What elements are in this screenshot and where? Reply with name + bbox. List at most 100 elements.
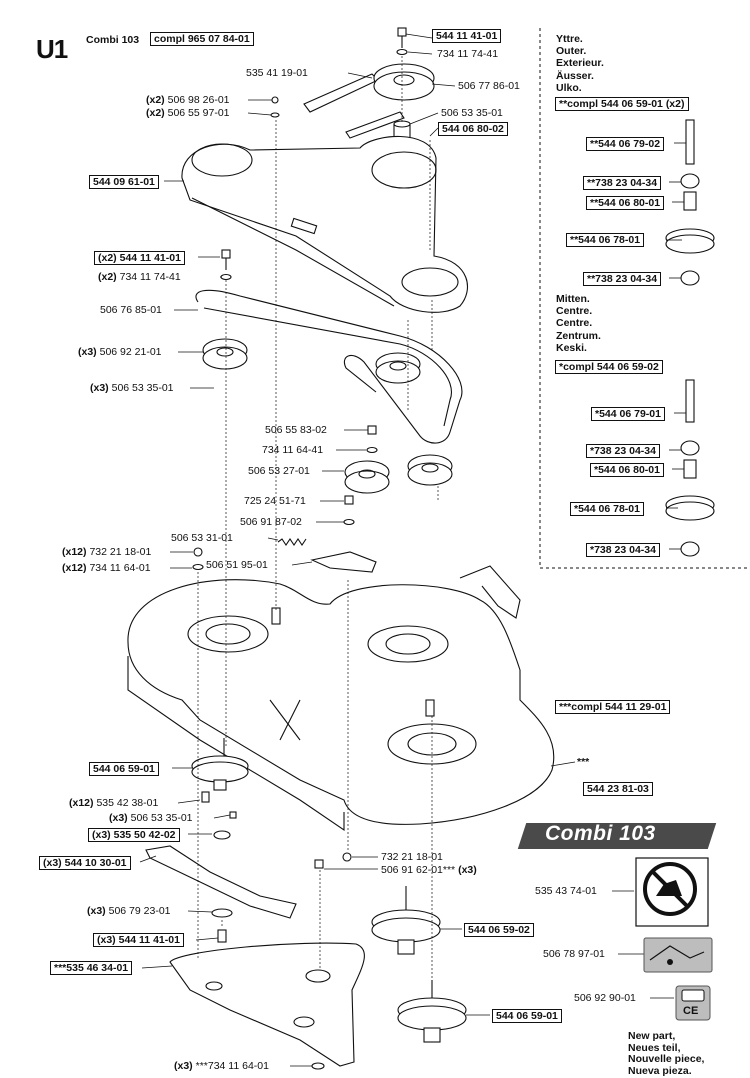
outer-lang-fi: Ulko. bbox=[556, 81, 582, 94]
mower-deck-drawing bbox=[127, 579, 555, 825]
part-label-p07: 506 53 35-01 bbox=[441, 107, 503, 119]
part-qty-p21: (x12) 732 21 18-01 bbox=[62, 546, 151, 558]
part-label-p28: 535 42 38-01 bbox=[96, 797, 159, 809]
part-label-p34: 506 79 23-01 bbox=[108, 905, 171, 917]
part-label-p11: 734 11 74-41 bbox=[119, 271, 181, 283]
part-label-p01: 544 11 41-01 bbox=[432, 29, 502, 43]
qty-p28: (x12) bbox=[69, 797, 94, 809]
section-id: U1 bbox=[36, 34, 68, 64]
middle-spindle-parts-drawing bbox=[665, 379, 715, 557]
qty-p31: (x3) bbox=[43, 857, 62, 869]
outer-part-sleeve: **544 06 80-01 bbox=[586, 196, 665, 210]
qty-p10: (x2) bbox=[98, 252, 117, 264]
drive-belt-drawing bbox=[195, 289, 463, 444]
part-qty-p28: (x12) 535 42 38-01 bbox=[69, 797, 158, 809]
outer-language-list: Yttre. Outer. Exterieur. Äusser. Ulko. bbox=[556, 33, 604, 94]
middle-language-list: Mitten. Centre. Centre. Zentrum. Keski. bbox=[556, 293, 601, 354]
part-label-p36: ***535 46 34-01 bbox=[50, 961, 133, 975]
part-label-p18: 725 24 51-71 bbox=[244, 495, 306, 507]
part-label-p10: 544 11 41-01 bbox=[119, 252, 181, 264]
outer-lang-fr: Exterieur. bbox=[556, 57, 604, 70]
part-qty-p35: (x3) 544 11 41-01 bbox=[93, 933, 184, 947]
part-label-p42: 506 92 90-01 bbox=[574, 992, 636, 1004]
part-label-p09: 544 09 61-01 bbox=[89, 175, 159, 189]
outer-lang-sv: Yttre. bbox=[556, 33, 583, 45]
outer-part-bearing-bottom: **738 23 04-34 bbox=[583, 272, 662, 286]
part-qty-p13: (x3) 506 92 21-01 bbox=[78, 346, 162, 358]
qty-p14: (x3) bbox=[90, 382, 109, 394]
part-label-p16: 734 11 64-41 bbox=[262, 444, 324, 456]
part-qty-p10: (x2) 544 11 41-01 bbox=[94, 251, 185, 265]
part-label-p33: 506 91 62-01*** bbox=[381, 864, 456, 876]
part-qty-p05: (x2) 506 98 26-01 bbox=[146, 94, 230, 106]
blade-drawing bbox=[145, 845, 297, 919]
qty-p29: (x3) bbox=[109, 812, 128, 824]
part-qty-p33: 506 91 62-01*** (x3) bbox=[381, 864, 477, 876]
new-part-note-en: New part, bbox=[628, 1030, 676, 1042]
tension-pulley-drawing bbox=[344, 460, 390, 494]
warning-pictogram bbox=[635, 857, 709, 927]
belt-guard-drawing bbox=[181, 135, 468, 313]
part-label-p24: ***compl 544 11 29-01 bbox=[555, 700, 671, 714]
part-label-p23: 506 51 95-01 bbox=[206, 559, 268, 571]
part-label-p41: 506 78 97-01 bbox=[543, 948, 605, 960]
model-banner-text: Combi 103 bbox=[545, 822, 656, 845]
part-label-p26: 544 23 81-03 bbox=[583, 782, 653, 796]
qty-p33: (x3) bbox=[458, 864, 477, 876]
model-name: Combi 103 bbox=[86, 34, 140, 46]
spindle-middle-drawing bbox=[371, 886, 441, 955]
middle-assembly-label: *compl 544 06 59-02 bbox=[555, 360, 663, 374]
part-qty-p14: (x3) 506 53 35-01 bbox=[90, 382, 174, 394]
part-label-p39: ***734 11 64-01 bbox=[195, 1060, 269, 1072]
spindle-right-drawing bbox=[397, 980, 467, 1043]
part-label-p04: 506 77 86-01 bbox=[458, 80, 520, 92]
part-label-p35: 544 11 41-01 bbox=[118, 934, 180, 946]
middle-lang-fr: Centre. bbox=[556, 317, 593, 330]
part-label-p06: 506 55 97-01 bbox=[167, 107, 230, 119]
part-label-p17: 506 53 27-01 bbox=[248, 465, 310, 477]
spindle-left-drawing bbox=[191, 738, 249, 791]
part-label-p25: *** bbox=[577, 756, 590, 768]
part-qty-p31: (x3) 544 10 30-01 bbox=[39, 856, 131, 870]
idler-pulley-right-drawing bbox=[407, 454, 453, 486]
qty-p35: (x3) bbox=[97, 934, 116, 946]
part-label-p32: 732 21 18-01 bbox=[381, 851, 443, 863]
part-label-p14: 506 53 35-01 bbox=[111, 382, 174, 394]
part-label-p21: 732 21 18-01 bbox=[89, 546, 152, 558]
outer-assembly-label: **compl 544 06 59-01 (x2) bbox=[555, 97, 689, 111]
part-label-p27: 544 06 59-01 bbox=[89, 762, 159, 776]
qty-p30: (x3) bbox=[92, 829, 111, 841]
middle-lang-fi: Keski. bbox=[556, 341, 587, 354]
outer-part-shaft: **544 06 79-02 bbox=[586, 137, 665, 151]
middle-part-shaft: *544 06 79-01 bbox=[591, 407, 665, 421]
part-label-p40: 535 43 74-01 bbox=[535, 885, 597, 897]
qty-p39: (x3) bbox=[174, 1060, 193, 1072]
top-pulley-drawing bbox=[373, 63, 435, 101]
new-part-note-fr: Nouvelle piece, bbox=[628, 1053, 705, 1065]
outer-lang-de: Äusser. bbox=[556, 69, 594, 82]
qty-p13: (x3) bbox=[78, 346, 97, 358]
part-label-p29: 506 53 35-01 bbox=[130, 812, 193, 824]
part-label-p13: 506 92 21-01 bbox=[99, 346, 162, 358]
assembly-number: compl 965 07 84-01 bbox=[150, 32, 254, 46]
part-label-p31: 544 10 30-01 bbox=[64, 857, 127, 869]
top-belt-drawing bbox=[303, 73, 379, 113]
qty-p11: (x2) bbox=[98, 271, 117, 283]
part-qty-p11: (x2) 734 11 74-41 bbox=[98, 271, 181, 283]
qty-p06: (x2) bbox=[146, 107, 165, 119]
middle-lang-sv: Mitten. bbox=[556, 293, 590, 305]
part-qty-p30: (x3) 535 50 42-02 bbox=[88, 828, 180, 842]
decal-pictogram bbox=[643, 937, 713, 973]
part-label-p37: 544 06 59-02 bbox=[464, 923, 534, 937]
new-part-note-de: Neues teil, bbox=[628, 1041, 681, 1054]
outer-lang-en: Outer. bbox=[556, 45, 587, 58]
tension-arm-drawing bbox=[310, 551, 377, 573]
middle-lang-en: Centre. bbox=[556, 305, 593, 318]
part-label-p15: 506 55 83-02 bbox=[265, 424, 327, 436]
part-label-p22: 734 11 64-01 bbox=[89, 562, 151, 574]
middle-part-sleeve: *544 06 80-01 bbox=[590, 463, 664, 477]
part-qty-p29: (x3) 506 53 35-01 bbox=[109, 812, 193, 824]
part-label-p12: 506 76 85-01 bbox=[100, 304, 162, 316]
middle-lang-de: Zentrum. bbox=[556, 329, 601, 342]
